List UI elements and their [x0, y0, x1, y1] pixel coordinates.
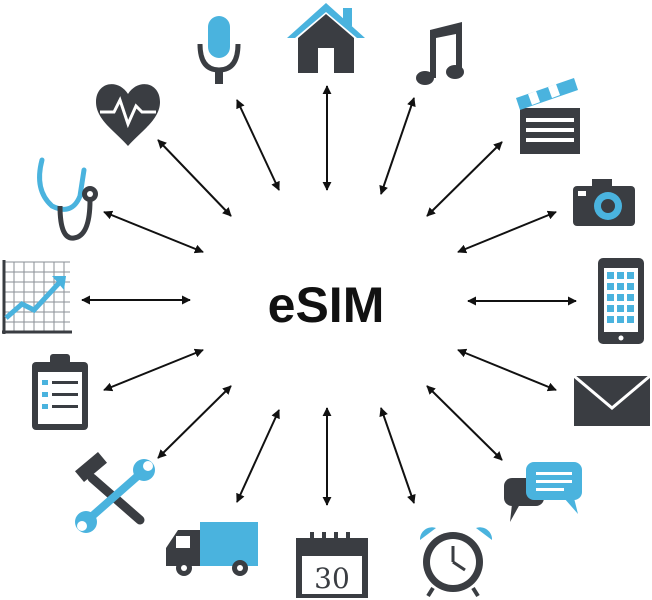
alarm-clock-icon: [419, 527, 493, 598]
connection-arrow-clock: [379, 407, 416, 504]
center-label: eSIM: [268, 277, 385, 333]
connection-arrows: [81, 85, 577, 506]
calendar-icon: 30: [296, 532, 368, 598]
connection-arrow-tools: [157, 385, 232, 459]
connection-arrow-clipboard: [103, 348, 204, 392]
wrench-hammer-icon: [75, 451, 155, 533]
growth-chart-icon: [2, 260, 72, 334]
mail-envelope-icon: [573, 374, 651, 426]
connection-arrow-camera: [457, 210, 557, 254]
connection-arrow-heart: [157, 139, 232, 217]
microphone-icon: [197, 16, 241, 84]
calendar-day: 30: [314, 562, 350, 595]
connection-arrow-mail: [457, 348, 557, 392]
connection-arrow-chat: [426, 385, 503, 461]
connection-arrow-stethoscope: [103, 210, 204, 254]
delivery-truck-icon: [166, 522, 258, 576]
connection-arrow-clapper: [426, 141, 503, 217]
clapperboard-icon: [516, 78, 580, 154]
camera-icon: [573, 179, 635, 226]
heart-pulse-icon: [96, 84, 160, 146]
connection-arrow-truck: [236, 409, 280, 503]
home-icon: [287, 3, 365, 73]
connection-arrow-music: [379, 97, 416, 195]
tablet-icon: [598, 258, 644, 344]
connection-arrow-microphone: [236, 99, 280, 191]
music-note-icon: [416, 22, 464, 85]
chat-bubbles-icon: [504, 462, 582, 522]
stethoscope-icon: [37, 157, 98, 241]
clipboard-icon: [32, 354, 88, 430]
